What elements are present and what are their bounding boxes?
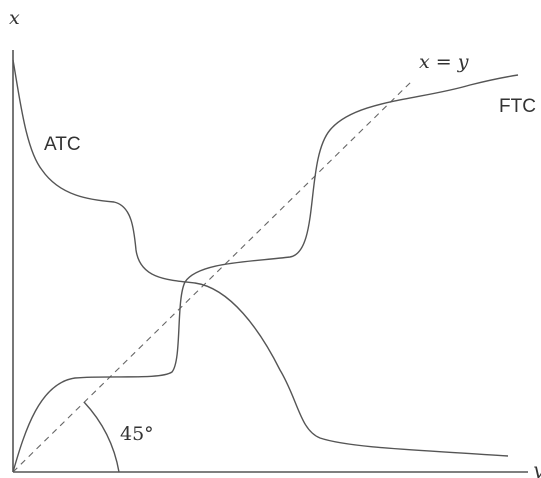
diagonal-label: x = y: [419, 51, 469, 73]
ftc-label: FTC: [499, 96, 536, 117]
atc-curve: [12, 59, 509, 457]
atc-label: ATC: [44, 134, 81, 155]
y-axis-label: x: [9, 7, 20, 29]
angle-arc: [83, 401, 120, 473]
ftc-curve: [12, 74, 519, 473]
x-axis-label: y: [532, 459, 541, 478]
diagonal-45-line: [12, 79, 414, 473]
angle-label: 45°: [120, 423, 154, 445]
